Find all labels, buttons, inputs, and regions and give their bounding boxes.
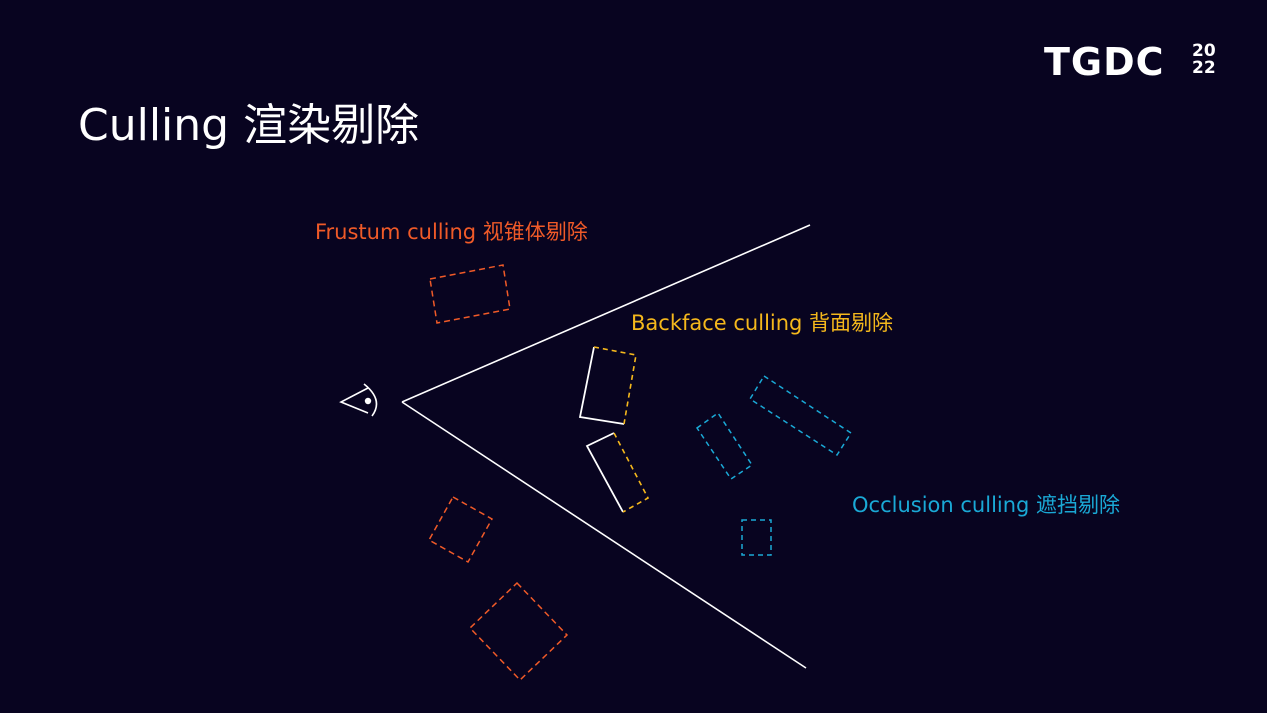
- frustum-culling-label: Frustum culling 视锥体剔除: [315, 220, 588, 244]
- eye-icon: [339, 383, 378, 417]
- backface-box-2: [585, 432, 650, 513]
- frustum-lower-edge: [401, 401, 807, 669]
- frustum-culled-box-3: [468, 581, 569, 682]
- frustum-culled-box-1: [429, 264, 511, 324]
- occlusion-culling-label: Occlusion culling 遮挡剔除: [852, 493, 1121, 517]
- tgdc-logo: TGDC 20 22: [1044, 40, 1224, 84]
- logo-year-bottom: 22: [1192, 58, 1216, 78]
- logo-text: TGDC: [1044, 40, 1165, 84]
- occluded-box-2: [748, 374, 853, 457]
- frustum-culled-box-2: [427, 495, 494, 564]
- logo-year-top: 20: [1192, 41, 1216, 61]
- slide-title: Culling 渲染剔除: [78, 100, 420, 151]
- occluded-box-1: [695, 411, 754, 481]
- backface-culling-label: Backface culling 背面剔除: [631, 311, 894, 335]
- occluded-box-3: [741, 519, 772, 556]
- logo-year: 20 22: [1192, 43, 1216, 77]
- frustum-upper-edge: [401, 224, 811, 403]
- backface-box-1: [578, 346, 637, 425]
